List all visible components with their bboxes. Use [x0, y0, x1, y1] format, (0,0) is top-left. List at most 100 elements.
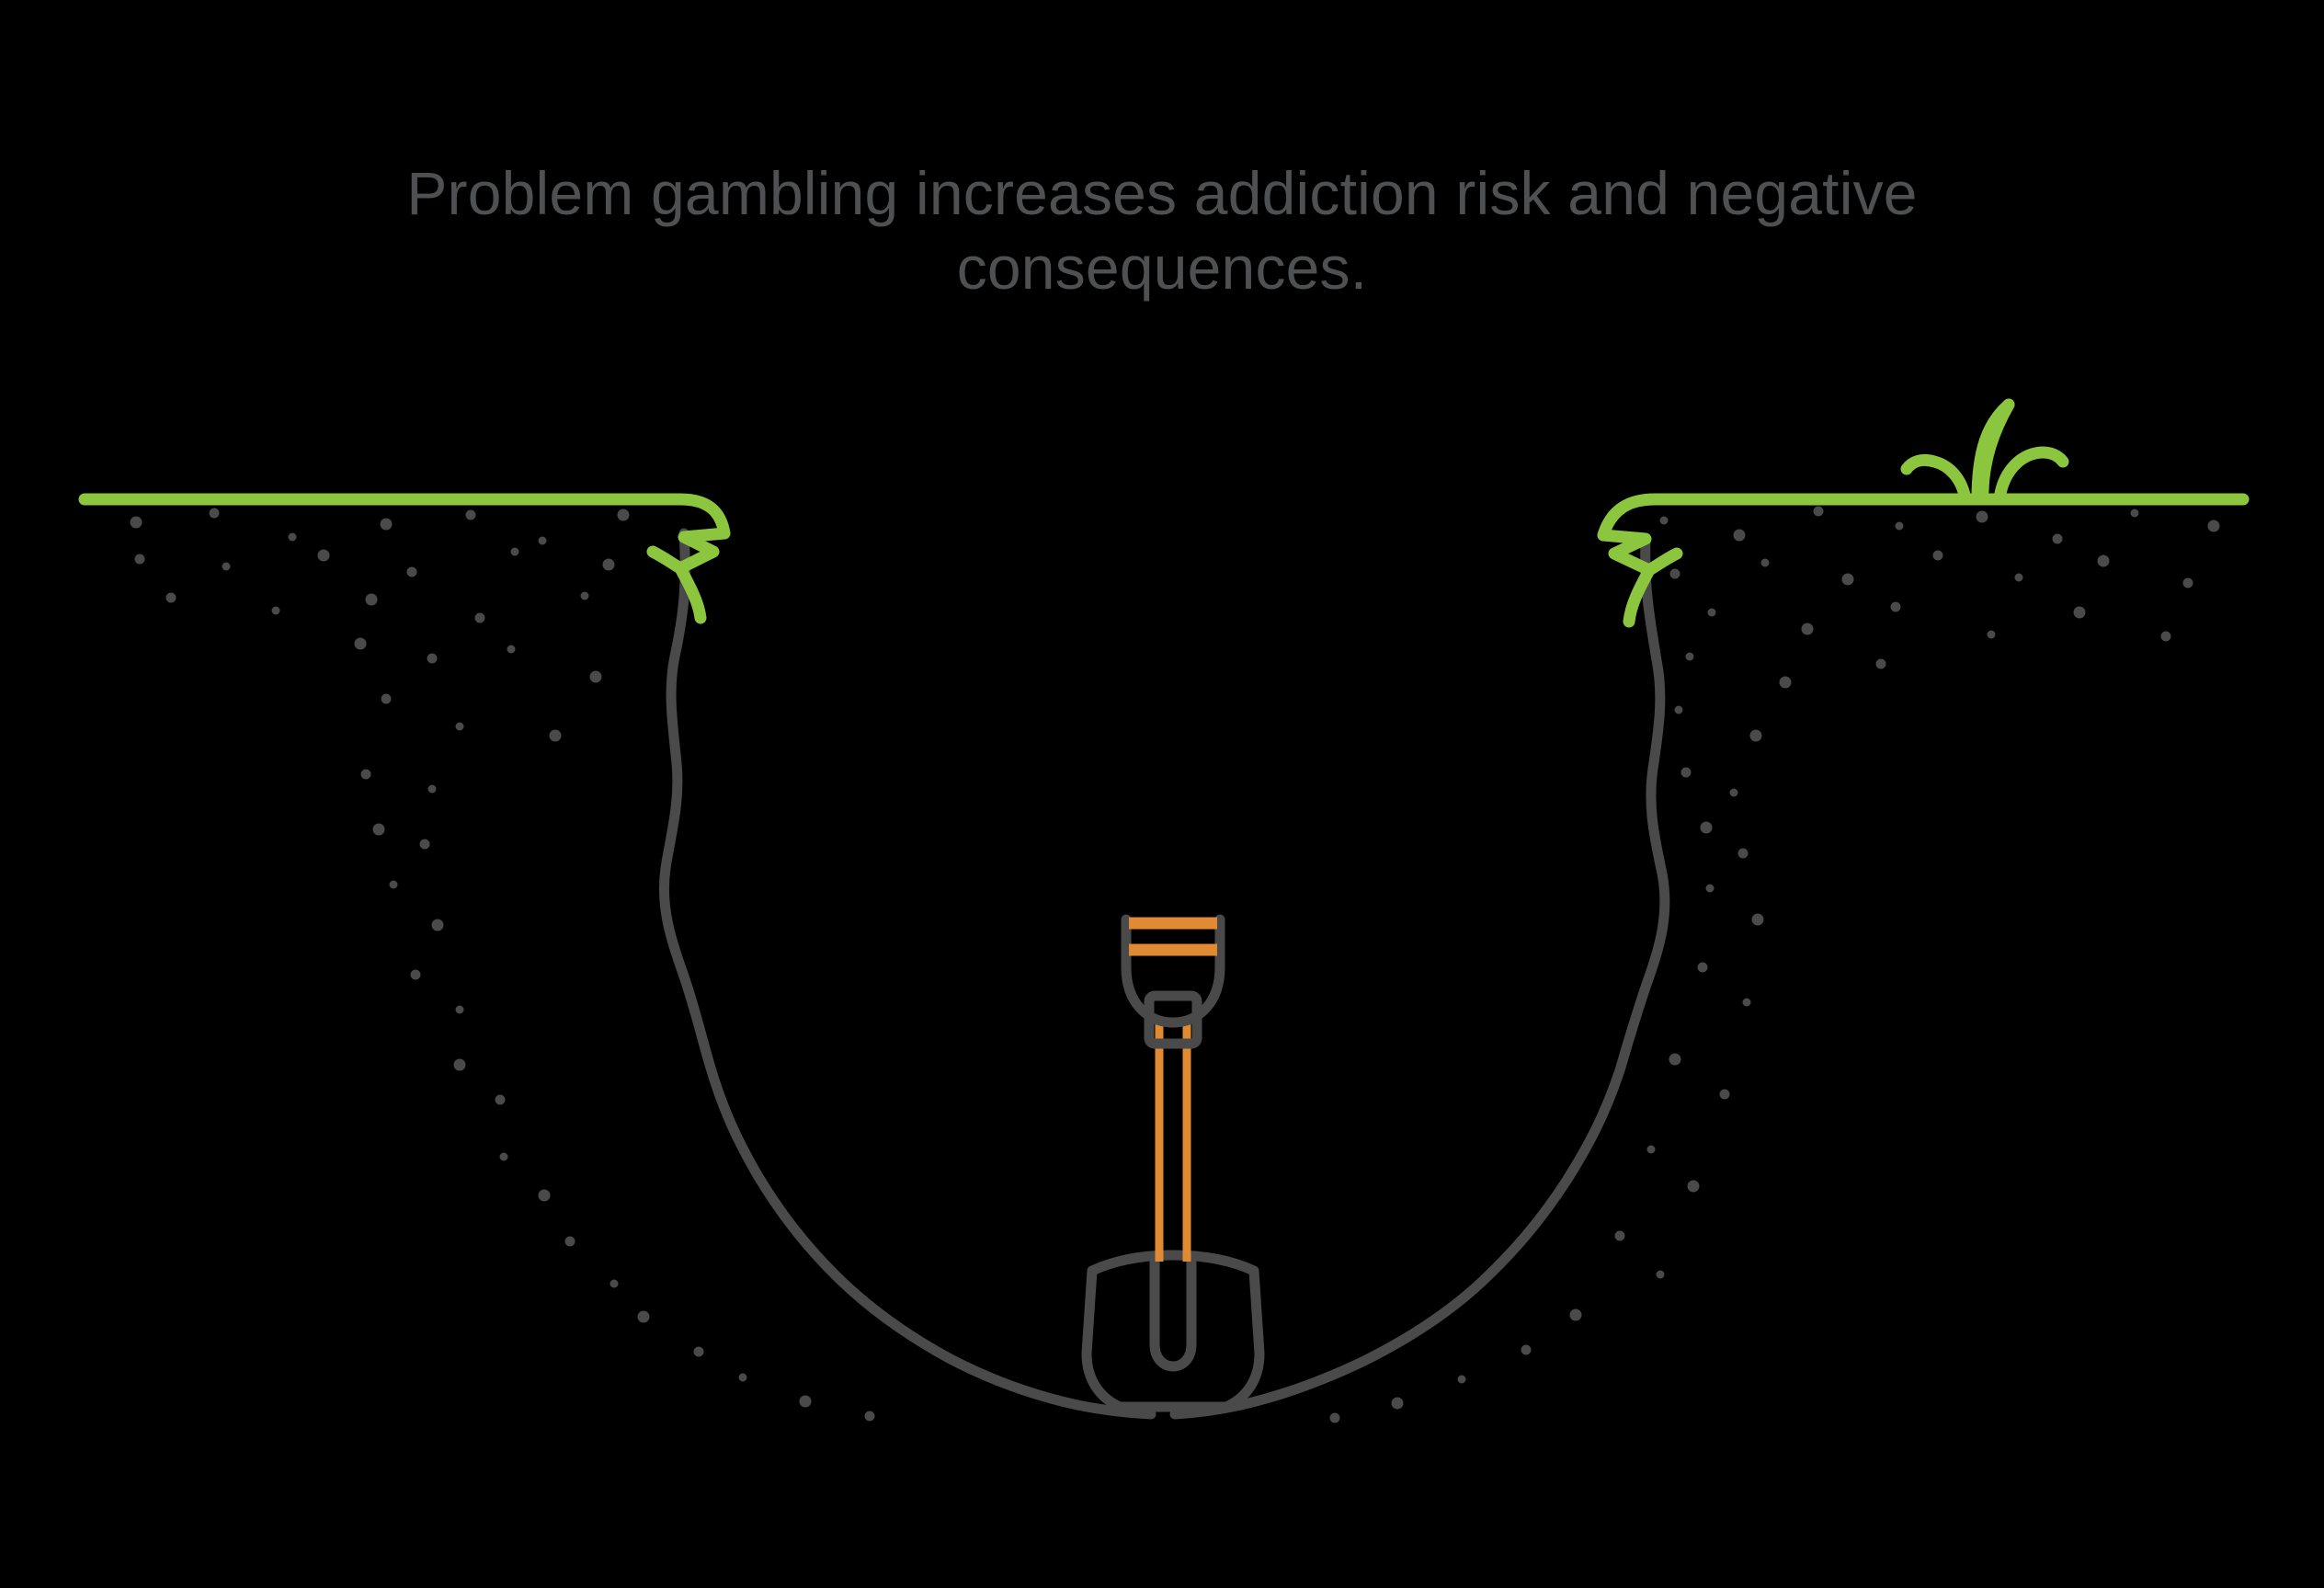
soil-dot [1680, 767, 1692, 778]
soil-dot [389, 880, 398, 889]
caption-line-1: Problem gambling increases addiction ris… [406, 159, 1918, 227]
soil-dot [602, 558, 615, 571]
soil-dot [381, 693, 392, 704]
soil-dot [1646, 1145, 1656, 1154]
soil-dot [693, 1346, 704, 1357]
soil-dot [317, 549, 330, 562]
soil-dot [410, 969, 421, 980]
soil-dot [1659, 516, 1669, 525]
soil-dot [589, 670, 602, 683]
soil-dot [1700, 821, 1713, 834]
soil-dot [1656, 1270, 1665, 1279]
ground-line-left [78, 493, 731, 540]
soil-dot [427, 653, 438, 664]
soil-dot [1391, 1397, 1404, 1410]
pit-outline-group [658, 528, 1670, 1420]
soil-dot [419, 839, 430, 850]
soil-dot [564, 1236, 575, 1247]
soil-dot [538, 1189, 551, 1202]
ground-grass-group [78, 398, 2250, 628]
soil-dot [1569, 1308, 1582, 1321]
soil-dot [1669, 1053, 1681, 1066]
soil-dot [1719, 1089, 1730, 1100]
soil-dot [1841, 573, 1854, 586]
hole-wall-left [658, 528, 1156, 1420]
soil-dot [499, 1152, 508, 1161]
soil-dot [799, 1395, 812, 1408]
soil-dot [1685, 652, 1694, 661]
soil-dot [427, 784, 437, 794]
soil-dot [222, 562, 231, 571]
soil-dot [1779, 676, 1792, 689]
soil-dot [1329, 1412, 1340, 1423]
soil-dot [2130, 508, 2139, 518]
ground-line-right [1597, 493, 2250, 542]
soil-dot [474, 612, 485, 623]
shovel-shaft [1155, 1023, 1191, 1262]
grass-tuft-right-edge [1597, 529, 1656, 628]
grass-tuft-standing-blade-tall-inner [1977, 398, 2015, 497]
soil-dot [455, 722, 464, 731]
soil-dot [1742, 998, 1751, 1007]
grass-tuft-right-edge-stem [1643, 547, 1683, 577]
soil-dot [365, 593, 378, 606]
soil-dot [1749, 729, 1762, 742]
shovel-grip-bars [1129, 917, 1217, 956]
soil-dot [1687, 1180, 1700, 1193]
shovel [1081, 914, 1265, 1412]
soil-dot [2182, 577, 2193, 588]
soil-dot [453, 1058, 466, 1071]
soil-dot [372, 823, 385, 836]
grass-tuft-left-edge [674, 527, 731, 624]
soil-dot [1875, 658, 1886, 669]
soil-dot [465, 509, 476, 520]
shovel-d-handle [1121, 914, 1225, 1028]
soil-dot [1733, 529, 1746, 542]
soil-dot [1813, 506, 1824, 517]
grass-tuft-left-edge-stem [646, 545, 687, 575]
soil-speckles-group [130, 506, 2220, 1423]
soil-dot [130, 516, 142, 529]
soil-dot [538, 536, 547, 545]
soil-dot [738, 1373, 747, 1382]
soil-dot [1976, 510, 1988, 523]
soil-dot [1521, 1344, 1532, 1355]
soil-dot [507, 645, 516, 654]
soil-dot [1457, 1375, 1466, 1384]
soil-dot [1707, 608, 1716, 617]
soil-dot [549, 729, 562, 742]
soil-dot [354, 637, 367, 650]
soil-dot [1737, 848, 1749, 859]
soil-dot [1669, 568, 1680, 579]
caption: Problem gambling increases addiction ris… [0, 156, 2324, 304]
soil-dot [1751, 913, 1764, 926]
hole-wall-right [1169, 533, 1670, 1420]
soil-dot [2160, 631, 2171, 642]
soil-dot [455, 1005, 464, 1014]
soil-dot [1890, 601, 1901, 612]
soil-dot [380, 518, 393, 531]
soil-dot [1697, 962, 1708, 973]
soil-dot [637, 1310, 650, 1323]
soil-dot [1614, 1230, 1625, 1241]
soil-dot [1760, 558, 1770, 567]
caption-line-2: consequences. [956, 233, 1368, 302]
grass-tuft-standing-blade-left [1900, 453, 1972, 506]
soil-dot [1729, 788, 1738, 797]
soil-dot [1932, 550, 1943, 561]
grass-tuft-standing-blade-right [1993, 446, 2069, 506]
soil-dot [2073, 606, 2086, 619]
soil-dot [609, 1279, 619, 1288]
soil-dot [360, 769, 371, 780]
soil-dot [134, 554, 145, 565]
soil-dot [1895, 521, 1904, 531]
soil-dot [1801, 623, 1814, 635]
soil-dot [406, 566, 417, 577]
soil-dot [864, 1411, 875, 1422]
soil-dot [209, 508, 220, 519]
shovel-blade [1081, 1250, 1265, 1412]
soil-dot [2052, 533, 2063, 544]
soil-dot [2207, 520, 2220, 532]
